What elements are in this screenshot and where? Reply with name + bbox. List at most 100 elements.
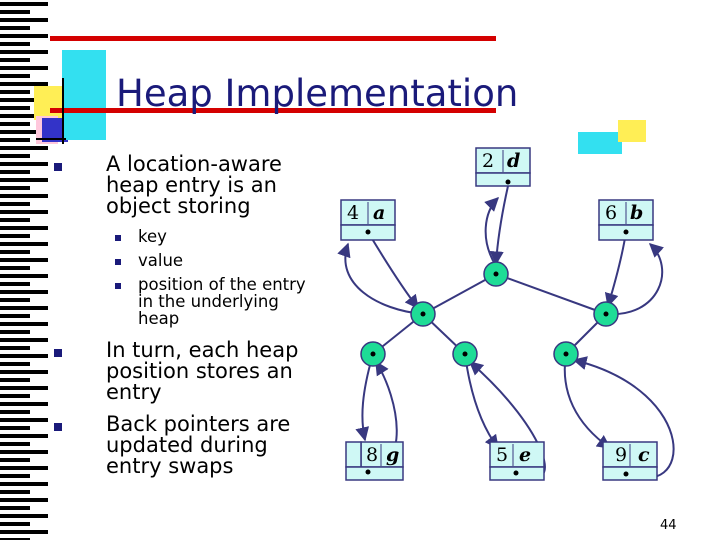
ruler-tick: [0, 114, 48, 118]
ruler-tick: [0, 122, 30, 126]
ruler-tick: [0, 506, 30, 510]
ruler-tick: [0, 250, 30, 254]
ruler-tick: [0, 106, 30, 110]
bullet-1-text: A location-aware heap entry is an object…: [106, 152, 282, 218]
entry-rl-value: c: [638, 444, 650, 466]
pointer-node-to-right-entry: [605, 243, 665, 316]
pointer-ll-node-to-entry: [355, 353, 374, 442]
entry-rl-key: 9: [615, 444, 627, 466]
sub-bullet-value: value: [138, 251, 184, 270]
ruler-tick: [0, 218, 30, 222]
slide-title: Heap Implementation: [116, 72, 519, 115]
ruler-tick: [0, 74, 30, 78]
ruler-tick: [0, 314, 30, 318]
ruler-tick: [0, 322, 48, 326]
entry-right: 6 b: [598, 199, 654, 241]
ruler-tick: [0, 362, 30, 366]
entry-left-key: 4: [347, 202, 359, 224]
ruler-tick: [0, 538, 30, 540]
entry-rl: 9 c: [602, 441, 658, 481]
pointer-left-entry-to-node: [367, 231, 419, 310]
ruler-tick: [0, 482, 48, 486]
ruler-tick: [0, 178, 48, 182]
entry-root-key: 2: [482, 150, 494, 172]
ruler-tick: [0, 458, 30, 462]
bullet-marker: [54, 423, 62, 431]
ruler-tick: [0, 234, 30, 238]
ruler-tick: [0, 58, 30, 62]
ruler-tick: [0, 290, 48, 294]
ruler-tick: [0, 226, 48, 230]
ruler-tick: [0, 522, 30, 526]
ruler-tick: [0, 170, 30, 174]
pointer-rl-node-to-entry: [563, 353, 612, 449]
sub-bullet-marker: [115, 283, 121, 289]
ruler-tick: [0, 82, 48, 86]
entry-right-value: b: [630, 202, 643, 224]
pointer-node-to-root-entry: [484, 197, 499, 267]
ruler-tick: [0, 186, 30, 190]
entry-ll-key: 8: [366, 444, 378, 466]
ruler-tick: [0, 466, 48, 470]
ruler-tick: [0, 370, 48, 374]
black-rule-vertical: [62, 78, 64, 144]
ruler-tick: [0, 434, 48, 438]
ruler-tick: [0, 258, 48, 262]
red-bar-title: [50, 108, 496, 113]
ruler-tick: [0, 18, 48, 22]
ruler-tick: [0, 130, 48, 134]
ruler-tick: [0, 146, 48, 150]
ruler-tick: [0, 66, 48, 70]
tree-edge: [422, 273, 497, 315]
entry-left-value: a: [373, 202, 385, 224]
red-bar-top: [50, 36, 496, 41]
entry-left: 4 a: [340, 199, 396, 241]
ruler-tick: [0, 402, 48, 406]
ruler-tick: [0, 282, 30, 286]
ruler-tick: [0, 274, 48, 278]
ruler-tick: [0, 154, 30, 158]
ruler-tick: [0, 386, 48, 390]
yellow-block-right: [618, 120, 646, 142]
ruler-tick: [0, 410, 30, 414]
ruler-tick: [0, 90, 30, 94]
bullet-2-text: In turn, each heap position stores an en…: [106, 338, 299, 404]
pointer-right-entry-to-node: [604, 231, 627, 308]
entry-ll: 8 g: [345, 441, 404, 481]
tree-edges: [372, 273, 607, 355]
ruler-tick: [0, 162, 48, 166]
ruler-tick: [0, 138, 30, 142]
bullet-marker: [54, 349, 62, 357]
ruler-tick: [0, 50, 48, 54]
ruler-tick: [0, 426, 30, 430]
ruler-tick: [0, 442, 30, 446]
ruler-tick: [0, 474, 30, 478]
entry-ll-value: g: [386, 444, 399, 466]
entry-lr-value: e: [519, 444, 531, 466]
ruler-tick: [0, 242, 48, 246]
ruler-tick: [0, 378, 30, 382]
cyan-block-right: [578, 132, 622, 154]
ruler-tick: [0, 338, 48, 342]
ruler-tick: [0, 98, 48, 102]
ruler-tick: [0, 298, 30, 302]
ruler-tick: [0, 330, 30, 334]
ruler-tick: [0, 42, 30, 46]
position-nodes: [360, 261, 619, 367]
ruler-tick: [0, 514, 48, 518]
pointer-root-entry-to-node: [489, 185, 509, 266]
bullet-3-text: Back pointers are updated during entry s…: [106, 412, 291, 478]
page-number: 44: [660, 518, 677, 533]
entry-root-value: d: [507, 150, 520, 172]
sub-bullet-position: position of the entry in the underlying …: [138, 275, 306, 328]
entry-lr-key: 5: [496, 444, 508, 466]
ruler-tick: [0, 2, 48, 6]
entry-lr: 5 e: [489, 441, 545, 481]
ruler-tick: [0, 530, 48, 534]
ruler-tick: [0, 10, 30, 14]
pointer-node-to-left-entry: [337, 242, 424, 315]
ruler-tick: [0, 266, 30, 270]
